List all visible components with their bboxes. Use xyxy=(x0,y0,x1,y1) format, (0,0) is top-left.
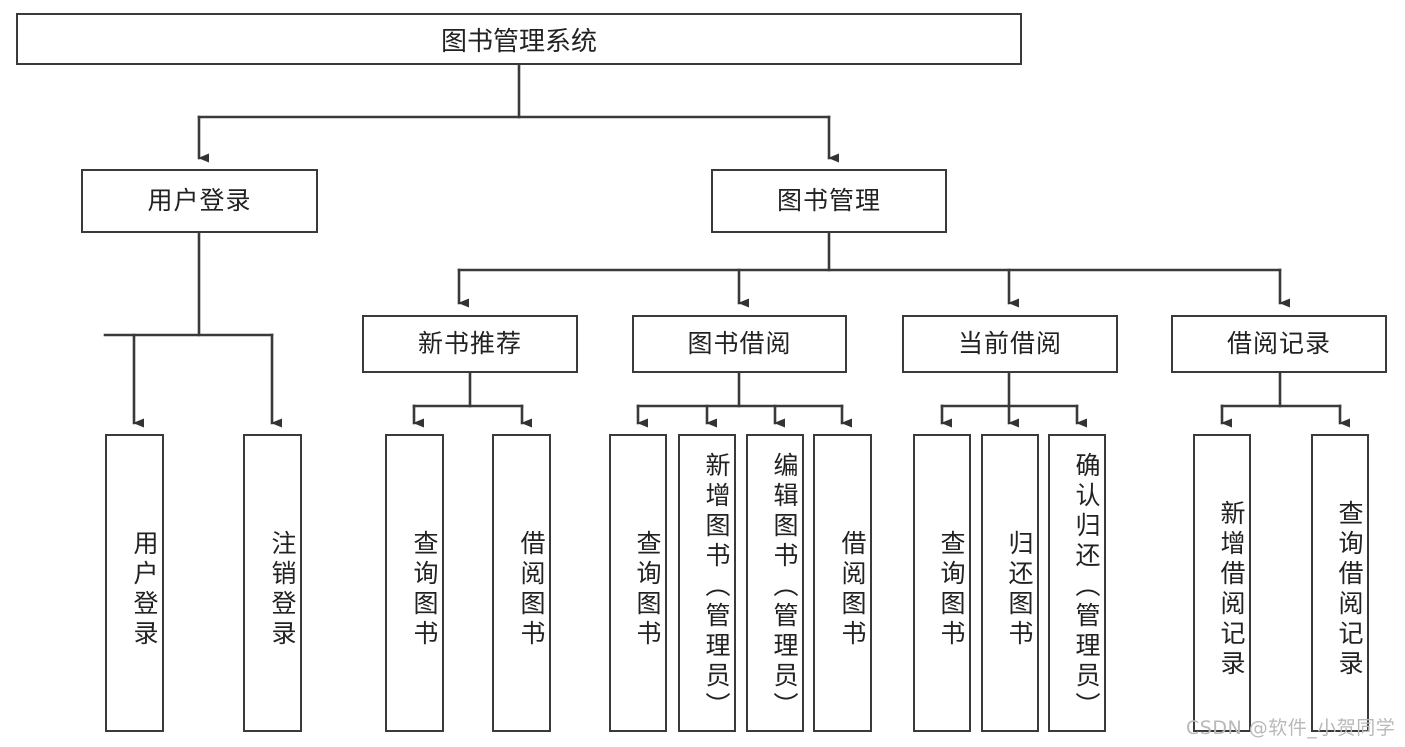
leaf-confirm-return[interactable]: 确认归还（管理员） xyxy=(1048,434,1106,732)
node-new-book-recommend[interactable]: 新书推荐 xyxy=(362,315,578,373)
csdn-watermark: CSDN @软件_小贺同学 xyxy=(1186,717,1396,739)
node-borrow-record[interactable]: 借阅记录 xyxy=(1171,315,1387,373)
leaf-confirm-return-label: 确认归还（管理员） xyxy=(1072,452,1101,722)
leaf-edit-book-label: 编辑图书（管理员） xyxy=(770,452,799,722)
node-book-management[interactable]: 图书管理 xyxy=(711,169,947,233)
node-user-login[interactable]: 用户登录 xyxy=(81,169,318,233)
leaf-user-login[interactable]: 用户登录 xyxy=(105,434,164,732)
leaf-borrow-book-1[interactable]: 借阅图书 xyxy=(492,434,551,732)
node-book-borrow-label: 图书借阅 xyxy=(687,329,792,359)
leaf-edit-book[interactable]: 编辑图书（管理员） xyxy=(746,434,804,732)
leaf-query-record[interactable]: 查询借阅记录 xyxy=(1311,434,1369,732)
leaf-add-book[interactable]: 新增图书（管理员） xyxy=(678,434,736,732)
leaf-query-book-1-label: 查询图书 xyxy=(410,530,439,650)
node-root[interactable]: 图书管理系统 xyxy=(16,13,1022,65)
leaf-user-login-label: 用户登录 xyxy=(130,530,159,650)
leaf-add-record-label: 新增借阅记录 xyxy=(1217,500,1246,680)
node-new-book-recommend-label: 新书推荐 xyxy=(417,329,522,359)
node-current-borrow[interactable]: 当前借阅 xyxy=(902,315,1118,373)
node-root-label: 图书管理系统 xyxy=(440,26,597,57)
leaf-return-book[interactable]: 归还图书 xyxy=(981,434,1039,732)
leaf-user-logout[interactable]: 注销登录 xyxy=(243,434,302,732)
leaf-borrow-book-2-label: 借阅图书 xyxy=(838,530,867,650)
node-book-borrow[interactable]: 图书借阅 xyxy=(632,315,847,373)
leaf-query-record-label: 查询借阅记录 xyxy=(1335,500,1364,680)
leaf-return-book-label: 归还图书 xyxy=(1005,530,1034,650)
node-borrow-record-label: 借阅记录 xyxy=(1226,329,1331,359)
leaf-query-book-2-label: 查询图书 xyxy=(633,530,662,650)
node-user-login-label: 用户登录 xyxy=(147,186,252,216)
leaf-add-book-label: 新增图书（管理员） xyxy=(702,452,731,722)
leaf-borrow-book-1-label: 借阅图书 xyxy=(517,530,546,650)
leaf-add-record[interactable]: 新增借阅记录 xyxy=(1193,434,1251,732)
leaf-query-book-3[interactable]: 查询图书 xyxy=(913,434,971,732)
leaf-query-book-2[interactable]: 查询图书 xyxy=(609,434,667,732)
leaf-query-book-1[interactable]: 查询图书 xyxy=(385,434,444,732)
leaf-query-book-3-label: 查询图书 xyxy=(937,530,966,650)
leaf-user-logout-label: 注销登录 xyxy=(268,530,297,650)
node-current-borrow-label: 当前借阅 xyxy=(957,329,1062,359)
node-book-management-label: 图书管理 xyxy=(776,186,881,216)
leaf-borrow-book-2[interactable]: 借阅图书 xyxy=(813,434,872,732)
